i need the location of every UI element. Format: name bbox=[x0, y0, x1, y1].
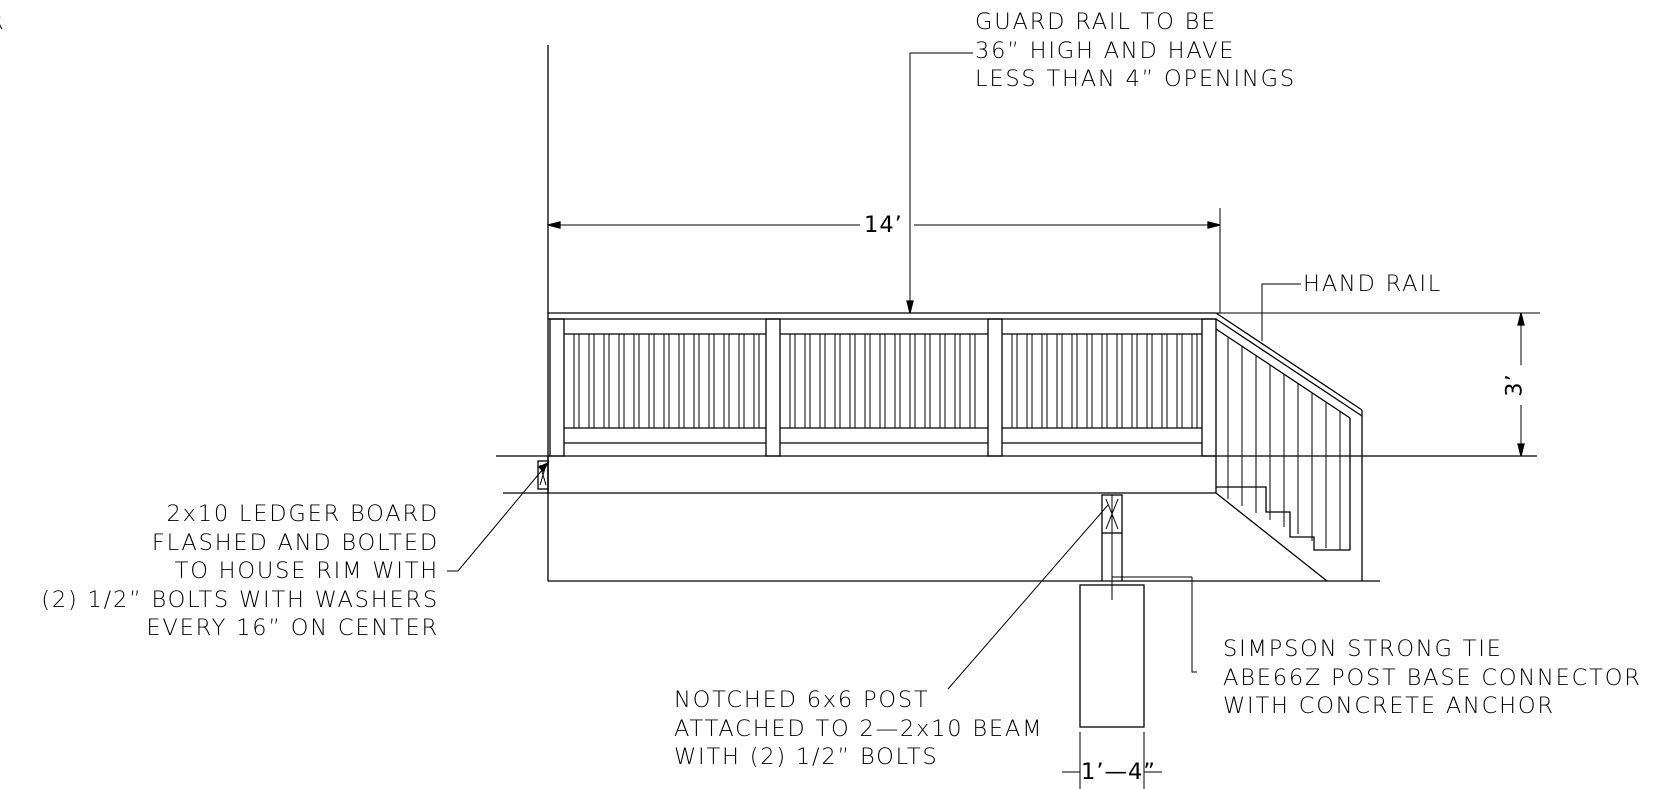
edge-fragment-line: R bbox=[0, 8, 5, 37]
hand-rail-note: HAND RAIL bbox=[1303, 270, 1442, 299]
connector-note: SIMPSON STRONG TIE ABE66Z POST BASE CONN… bbox=[1223, 635, 1642, 721]
dimension-footing-label: 1’—4” bbox=[1081, 759, 1156, 785]
dimension-14ft-label: 14’ bbox=[864, 212, 903, 238]
guard-rail-note: GUARD RAIL TO BE 36” HIGH AND HAVE LESS … bbox=[975, 8, 1296, 94]
guard-rail-note-line: 36” HIGH AND HAVE bbox=[975, 37, 1236, 64]
dimension-footing bbox=[1062, 732, 1162, 789]
hand-rail-note-line: HAND RAIL bbox=[1303, 271, 1443, 297]
connector-note-line: WITH CONCRETE ANCHOR bbox=[1223, 693, 1555, 719]
guard-rail bbox=[548, 312, 1217, 457]
connector-note-line: SIMPSON STRONG TIE bbox=[1223, 636, 1503, 662]
connector-note-line: ABE66Z POST BASE CONNECTOR bbox=[1223, 664, 1642, 691]
dimension-3ft-label: 3’ bbox=[1501, 373, 1528, 397]
dimension-3ft bbox=[1216, 312, 1540, 457]
edge-fragment-text: R bbox=[0, 8, 5, 37]
post-note-line: ATTACHED TO 2—2x10 BEAM bbox=[674, 715, 1044, 742]
leader-lines bbox=[447, 52, 1301, 690]
beam-and-post bbox=[1101, 494, 1192, 600]
ledger-note-line: EVERY 16” ON CENTER bbox=[146, 615, 439, 641]
balusters bbox=[573, 334, 1198, 428]
post-note-line: WITH (2) 1/2” BOLTS bbox=[674, 744, 939, 770]
stair-hand-rail bbox=[1215, 312, 1363, 582]
deck-rim bbox=[496, 455, 1537, 494]
ledger-note-line: 2x10 LEDGER BOARD bbox=[166, 501, 439, 527]
ledger-note-line: TO HOUSE RIM WITH bbox=[174, 558, 439, 584]
ledger-note-line: (2) 1/2” BOLTS WITH WASHERS bbox=[41, 586, 439, 613]
post-note-line: NOTCHED 6x6 POST bbox=[674, 687, 930, 713]
dimension-14ft bbox=[547, 208, 1221, 313]
post-note: NOTCHED 6x6 POST ATTACHED TO 2—2x10 BEAM… bbox=[674, 686, 1043, 772]
guard-rail-note-line: GUARD RAIL TO BE bbox=[975, 9, 1218, 35]
ledger-note: 2x10 LEDGER BOARD FLASHED AND BOLTED TO … bbox=[41, 500, 439, 643]
stair-balusters bbox=[1227, 337, 1341, 550]
ledger-note-line: FLASHED AND BOLTED bbox=[151, 529, 439, 556]
guard-rail-note-line: LESS THAN 4” OPENINGS bbox=[975, 66, 1296, 92]
concrete-footing bbox=[1079, 584, 1145, 728]
